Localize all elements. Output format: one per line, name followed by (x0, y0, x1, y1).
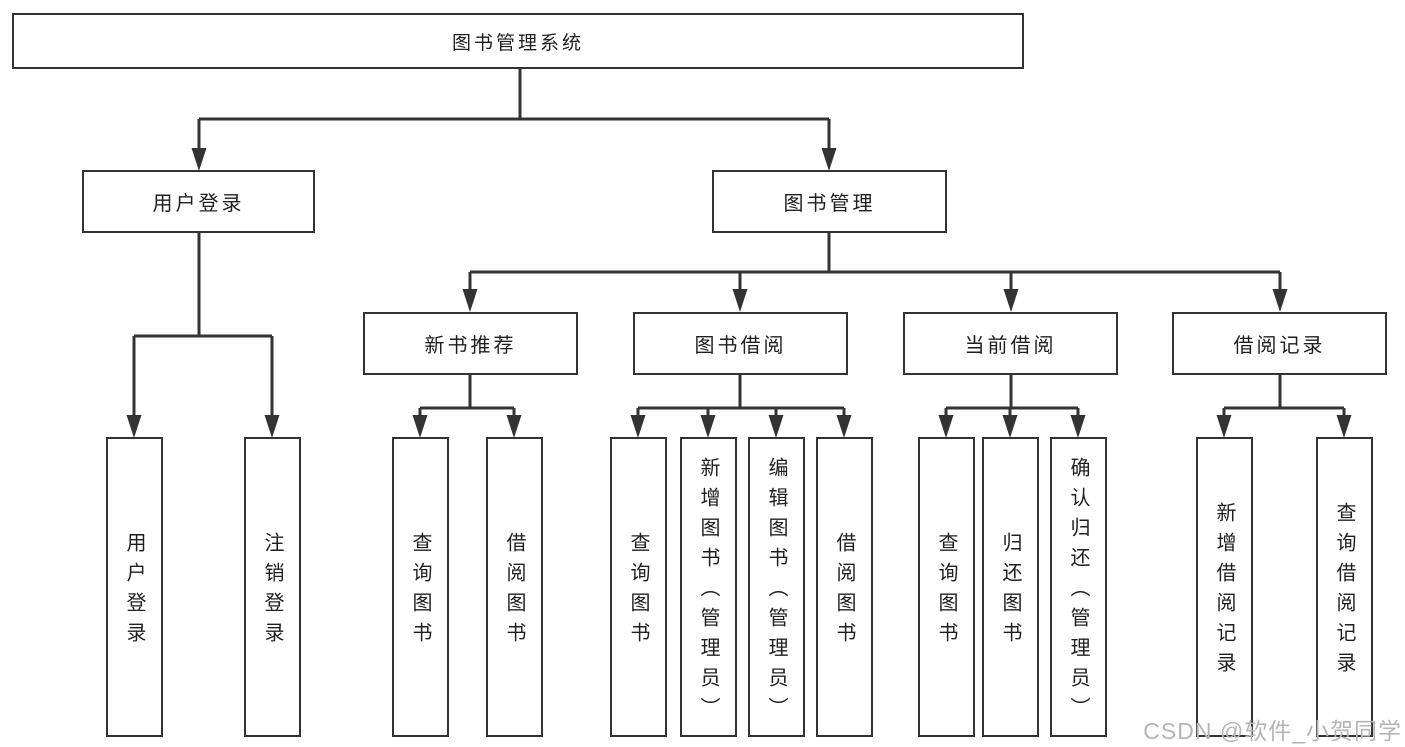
leaf-borrowing-edit-books-label: 编辑图书（管理员） (765, 457, 787, 727)
leaf-logout: 注销登录 (244, 437, 301, 737)
leaf-recommend-borrow-books-label: 借阅图书 (503, 532, 525, 652)
leaf-records-query-record-label: 查询借阅记录 (1333, 502, 1355, 682)
node-current-borrowing-label: 当前借阅 (964, 335, 1057, 357)
node-root: 图书管理系统 (12, 13, 1024, 69)
node-new-book-recommend: 新书推荐 (363, 312, 578, 375)
arrowheads (126, 148, 1352, 438)
node-user-login-label: 用户登录 (152, 193, 245, 215)
node-book-management: 图书管理 (712, 170, 947, 233)
leaf-borrowing-borrow-books: 借阅图书 (816, 437, 873, 737)
leaf-records-add-record: 新增借阅记录 (1196, 437, 1253, 737)
leaf-recommend-query-books: 查询图书 (392, 437, 449, 737)
leaf-borrowing-borrow-books-label: 借阅图书 (833, 532, 855, 652)
node-root-label: 图书管理系统 (451, 32, 584, 54)
leaf-borrowing-edit-books: 编辑图书（管理员） (748, 437, 805, 737)
leaf-recommend-borrow-books: 借阅图书 (486, 437, 543, 737)
leaf-current-confirm-return: 确认归还（管理员） (1050, 437, 1107, 737)
leaf-user-login: 用户登录 (106, 437, 163, 737)
leaf-borrowing-query-books-label: 查询图书 (627, 532, 649, 652)
leaf-borrowing-add-books-label: 新增图书（管理员） (697, 457, 719, 727)
leaf-current-confirm-return-label: 确认归还（管理员） (1067, 457, 1089, 727)
node-book-management-label: 图书管理 (783, 193, 876, 215)
leaf-current-return-books-label: 归还图书 (999, 532, 1021, 652)
csdn-watermark: CSDN @软件_小贺同学 (1143, 718, 1402, 744)
leaf-current-query-books-label: 查询图书 (935, 532, 957, 652)
node-book-borrowing-label: 图书借阅 (694, 335, 787, 357)
leaf-records-add-record-label: 新增借阅记录 (1213, 502, 1235, 682)
node-new-book-recommend-label: 新书推荐 (424, 335, 517, 357)
leaf-current-return-books: 归还图书 (982, 437, 1039, 737)
leaf-logout-label: 注销登录 (261, 532, 283, 652)
leaf-user-login-label: 用户登录 (123, 532, 145, 652)
leaf-current-query-books: 查询图书 (918, 437, 975, 737)
node-user-login: 用户登录 (82, 170, 315, 233)
node-book-borrowing: 图书借阅 (633, 312, 848, 375)
leaf-borrowing-query-books: 查询图书 (610, 437, 667, 737)
leaf-records-query-record: 查询借阅记录 (1316, 437, 1373, 737)
node-current-borrowing: 当前借阅 (903, 312, 1118, 375)
node-borrowing-records: 借阅记录 (1172, 312, 1387, 375)
node-borrowing-records-label: 借阅记录 (1233, 335, 1326, 357)
leaf-borrowing-add-books: 新增图书（管理员） (680, 437, 737, 737)
leaf-recommend-query-books-label: 查询图书 (409, 532, 431, 652)
